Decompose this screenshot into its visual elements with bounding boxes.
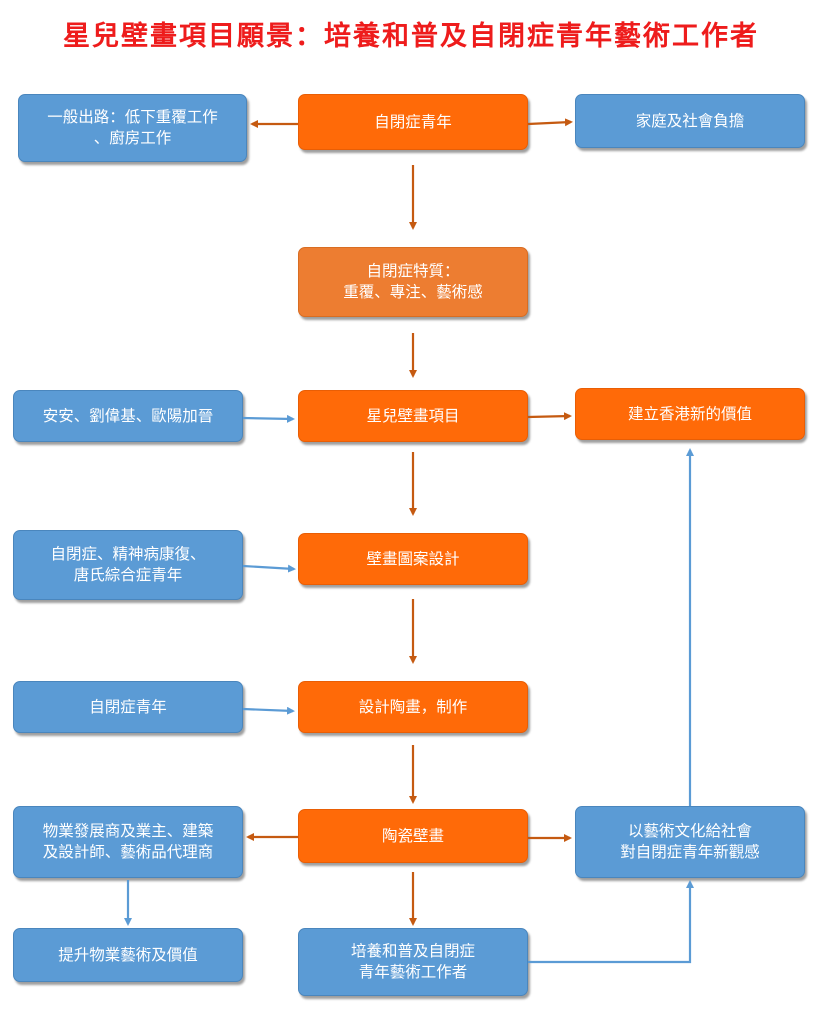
- autism-youth-box: 自閉症青年: [298, 94, 528, 150]
- art-culture-box: 以藝術文化給社會對自閉症青年新觀感: [575, 806, 805, 878]
- general-path-box: 一般出路：低下重覆工作、廚房工作: [18, 94, 247, 162]
- arrow-project-to-value: [527, 412, 572, 421]
- participants-box: 自閉症、精神病康復、唐氏綜合症青年: [13, 530, 243, 600]
- arrow-youth-to-burden: [527, 118, 573, 127]
- mural-design-label: 壁畫圖案設計: [366, 549, 460, 568]
- cultivate-artists-line-2: 青年藝術工作者: [358, 963, 468, 981]
- cultivate-artists-line-1: 培養和普及自閉症: [350, 942, 475, 960]
- cultivate-artists-box: 培養和普及自閉症青年藝術工作者: [298, 928, 528, 996]
- autism-youth-mid-label: 自閉症青年: [89, 697, 167, 716]
- general-path-line-2: 、廚房工作: [93, 129, 172, 147]
- developers-box: 物業發展商及業主、建築及設計師、藝術品代理商: [13, 806, 243, 878]
- mural-design-box: 壁畫圖案設計: [298, 533, 528, 585]
- mural-project-label: 星兒壁畫項目: [366, 406, 460, 425]
- ceramic-making-label: 設計陶畫，制作: [358, 697, 468, 716]
- mural-project-box: 星兒壁畫項目: [298, 390, 528, 442]
- property-value-label: 提升物業藝術及價值: [58, 945, 198, 964]
- autism-traits-line-2: 重覆、專注、藝術感: [343, 283, 483, 301]
- property-value-box: 提升物業藝術及價值: [13, 928, 243, 982]
- page-title: 星兒壁畫項目願景：培養和普及自閉症青年藝術工作者: [63, 21, 759, 52]
- autism-traits-box: 自閉症特質： 重覆、專注、藝術感: [298, 247, 528, 317]
- developers-line-1: 物業發展商及業主、建築: [42, 822, 214, 840]
- arrow-youth-to-making: [242, 706, 295, 715]
- autism-traits-line-1: 自閉症特質：: [366, 262, 460, 280]
- art-culture-line-1: 以藝術文化給社會: [627, 822, 752, 840]
- art-culture-line-2: 對自閉症青年新觀感: [620, 843, 760, 861]
- arrow-cultivate-to-culture: [528, 880, 694, 964]
- developers-line-2: 及設計師、藝術品代理商: [42, 843, 214, 861]
- participants-line-1: 自閉症、精神病康復、: [50, 545, 206, 563]
- autism-youth-label: 自閉症青年: [374, 112, 452, 131]
- new-value-label: 建立香港新的價值: [627, 404, 752, 423]
- artists-label: 安安、劉偉基、歐陽加晉: [42, 406, 214, 425]
- ceramic-mural-box: 陶瓷壁畫: [298, 809, 528, 863]
- general-path-line-1: 一般出路：低下重覆工作: [47, 108, 218, 126]
- arrow-artists-to-project: [242, 414, 295, 423]
- family-burden-label: 家庭及社會負擔: [635, 111, 745, 130]
- participants-line-2: 唐氏綜合症青年: [73, 566, 183, 584]
- ceramic-mural-label: 陶瓷壁畫: [381, 826, 444, 845]
- family-burden-box: 家庭及社會負擔: [575, 94, 805, 148]
- artists-box: 安安、劉偉基、歐陽加晉: [13, 390, 243, 442]
- autism-youth-mid-box: 自閉症青年: [13, 681, 243, 733]
- new-value-box: 建立香港新的價值: [575, 388, 805, 440]
- arrow-participants-to-design: [242, 564, 296, 573]
- ceramic-making-box: 設計陶畫，制作: [298, 681, 528, 733]
